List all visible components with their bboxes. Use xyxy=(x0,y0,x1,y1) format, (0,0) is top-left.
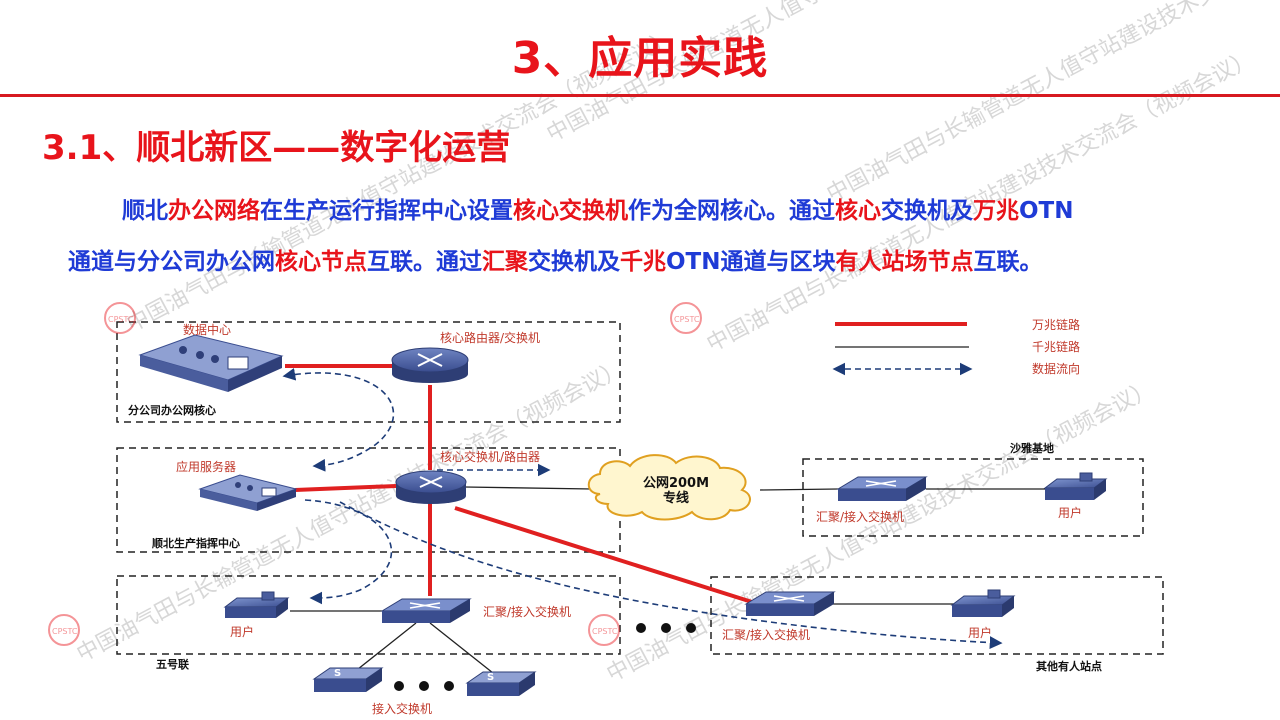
svg-text:CPSTC: CPSTC xyxy=(52,627,78,636)
label-access-switch: 接入交换机 xyxy=(372,701,432,716)
paragraph-segment: 万兆 xyxy=(973,198,1019,224)
cpstc-logo: CPSTC xyxy=(104,302,136,334)
flow-arrow-server-wuhao xyxy=(304,499,393,605)
paragraph-segment: 有人站场节点 xyxy=(835,249,974,275)
paragraph-line-1: 顺北办公网络在生产运行指挥中心设置核心交换机作为全网核心。通过核心交换机及万兆O… xyxy=(68,186,1243,237)
label-other-user: 用户 xyxy=(968,625,992,640)
public-network-cloud xyxy=(587,454,751,521)
svg-text:S: S xyxy=(487,672,494,683)
app-server-device xyxy=(198,474,298,511)
flow-arrow-datacenter-loop xyxy=(282,367,395,472)
paragraph-segment: 互联。 xyxy=(973,249,1043,275)
title-divider xyxy=(0,94,1280,97)
wuhao-agg-switch-icon xyxy=(380,598,472,623)
label-shaya: 沙雅基地 xyxy=(1010,441,1054,455)
paragraph-segment: 核心交换机 xyxy=(513,198,628,224)
paragraph-segment: 通道与分公司办公网 xyxy=(68,249,275,275)
paragraph-segment: 作为全网核心。通过 xyxy=(628,198,835,224)
svg-text:CPSTC: CPSTC xyxy=(674,315,700,324)
description-paragraph: 顺北办公网络在生产运行指挥中心设置核心交换机作为全网核心。通过核心交换机及万兆O… xyxy=(68,186,1243,288)
datacenter-device xyxy=(138,334,284,392)
access-switch-left-icon: S xyxy=(312,667,384,692)
svg-text:CPSTC: CPSTC xyxy=(108,315,134,324)
paragraph-segment: 互联。通过 xyxy=(367,249,482,275)
label-wuhao-agg: 汇聚/接入交换机 xyxy=(483,604,571,619)
label-command-center: 顺北生产指挥中心 xyxy=(152,536,240,550)
link-wuhao-access-left xyxy=(352,622,417,674)
legend-label-flow: 数据流向 xyxy=(1032,361,1080,376)
label-app-server: 应用服务器 xyxy=(176,459,236,474)
core-router-top-icon xyxy=(391,347,469,383)
page-title: 3、应用实践 xyxy=(511,33,769,84)
label-datacenter: 数据中心 xyxy=(183,322,231,337)
label-other-sites: 其他有人站点 xyxy=(1036,659,1102,673)
paragraph-segment: OTN通道与区块 xyxy=(666,249,836,275)
other-agg-switch-icon xyxy=(744,591,836,616)
label-shaya-agg: 汇聚/接入交换机 xyxy=(816,509,904,524)
link-core-switch-appserver xyxy=(294,484,397,492)
label-wuhao-user: 用户 xyxy=(230,624,254,639)
paragraph-segment: 交换机及 xyxy=(881,198,973,224)
flow-arrow-server-other xyxy=(339,501,1003,649)
zone-shaya xyxy=(802,458,1144,537)
more-access-ellipsis xyxy=(394,681,454,691)
link-core-switch-other xyxy=(454,506,753,604)
core-switch-icon xyxy=(395,470,467,504)
label-cloud-line1: 公网200M xyxy=(643,476,709,491)
legend-label-10g: 万兆链路 xyxy=(1032,317,1080,332)
label-wuhao: 五号联 xyxy=(156,657,189,671)
paragraph-segment: 汇聚 xyxy=(482,249,528,275)
paragraph-segment: 办公网络 xyxy=(168,198,260,224)
cpstc-logo: CPSTC xyxy=(588,614,620,646)
shaya-agg-switch-icon xyxy=(836,476,928,501)
other-user-device xyxy=(950,589,1016,617)
label-shaya-user: 用户 xyxy=(1058,505,1082,520)
link-core-cloud xyxy=(464,486,593,490)
legend-label-1g: 千兆链路 xyxy=(1032,339,1080,354)
access-switch-right-icon: S xyxy=(465,671,537,696)
label-other-agg: 汇聚/接入交换机 xyxy=(722,627,810,642)
paragraph-segment: 千兆 xyxy=(620,249,666,275)
paragraph-segment: OTN xyxy=(1019,198,1074,224)
cpstc-logo: CPSTC xyxy=(670,302,702,334)
paragraph-segment: 交换机及 xyxy=(528,249,620,275)
paragraph-segment: 顺北 xyxy=(122,198,168,224)
legend: 万兆链路 千兆链路 数据流向 xyxy=(832,317,1080,376)
label-core-router-top: 核心路由器/交换机 xyxy=(440,330,540,345)
section-subtitle: 3.1、顺北新区——数字化运营 xyxy=(42,128,511,168)
paragraph-segment: 在生产运行指挥中心设置 xyxy=(260,198,513,224)
zone-wuhao xyxy=(116,575,621,655)
link-wuhao-access-right xyxy=(429,622,494,674)
shaya-user-device xyxy=(1043,472,1108,500)
more-sites-ellipsis xyxy=(636,623,696,633)
label-cloud-line2: 专线 xyxy=(663,490,689,506)
paragraph-segment: 核心 xyxy=(835,198,881,224)
paragraph-segment: 核心节点 xyxy=(275,249,367,275)
label-core-switch: 核心交换机/路由器 xyxy=(440,449,540,464)
zone-branch-core xyxy=(116,321,621,423)
svg-text:S: S xyxy=(334,668,341,679)
paragraph-line-2: 通道与分公司办公网核心节点互联。通过汇聚交换机及千兆OTN通道与区块有人站场节点… xyxy=(68,237,1243,288)
wuhao-user-device xyxy=(223,591,290,618)
cpstc-logo: CPSTC xyxy=(48,614,80,646)
svg-text:CPSTC: CPSTC xyxy=(592,627,618,636)
link-cloud-shaya xyxy=(759,488,839,491)
label-branch-core: 分公司办公网核心 xyxy=(128,403,216,417)
